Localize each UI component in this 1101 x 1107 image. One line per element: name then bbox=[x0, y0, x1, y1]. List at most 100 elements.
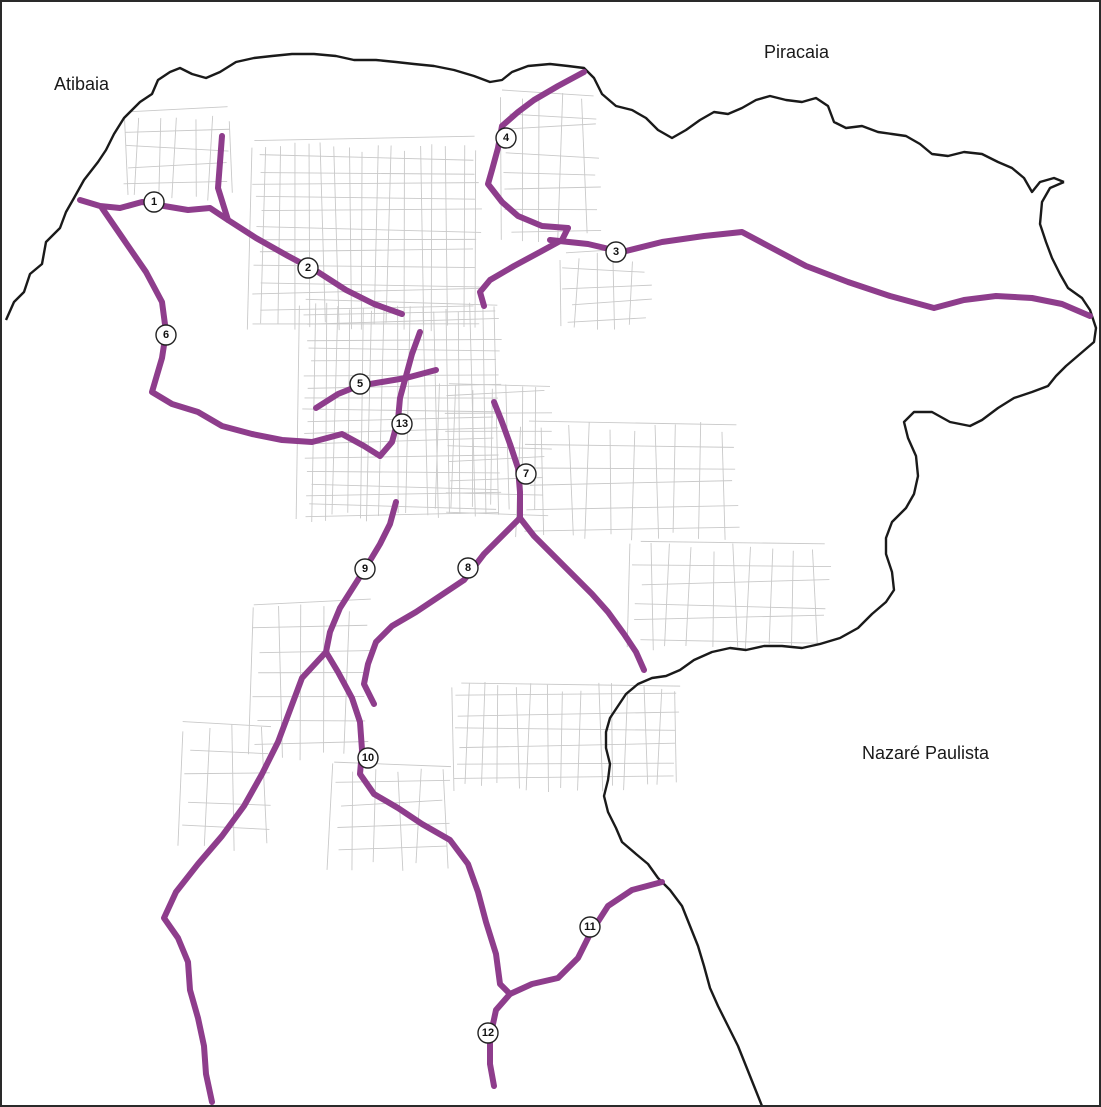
marker-circle bbox=[349, 373, 371, 395]
urban-street bbox=[247, 607, 254, 755]
road-marker-6: 6 bbox=[155, 324, 177, 346]
urban-street bbox=[664, 543, 670, 647]
urban-street bbox=[812, 549, 818, 645]
marker-circle bbox=[605, 241, 627, 263]
road-10 bbox=[323, 649, 513, 997]
marker-circle bbox=[495, 127, 517, 149]
urban-street bbox=[325, 302, 328, 521]
urban-street bbox=[372, 769, 377, 863]
urban-street bbox=[277, 146, 281, 325]
road-marker-13: 13 bbox=[391, 413, 413, 435]
urban-street bbox=[447, 445, 552, 450]
urban-street bbox=[557, 92, 564, 239]
urban-street bbox=[524, 526, 740, 532]
urban-street bbox=[319, 142, 326, 323]
urban-street bbox=[385, 145, 392, 323]
urban-street bbox=[611, 683, 613, 786]
road-2 bbox=[215, 133, 405, 317]
urban-street bbox=[732, 543, 739, 647]
marker-circle bbox=[457, 557, 479, 579]
urban-street bbox=[254, 741, 369, 745]
urban-street bbox=[505, 123, 596, 130]
urban-street bbox=[190, 749, 269, 755]
road-marker-10: 10 bbox=[357, 747, 379, 769]
urban-street bbox=[338, 845, 447, 851]
urban-street bbox=[568, 425, 574, 536]
marker-circle bbox=[579, 916, 601, 938]
urban-street bbox=[184, 772, 270, 775]
urban-street bbox=[577, 690, 582, 791]
urban-street bbox=[560, 691, 563, 788]
urban-street bbox=[308, 347, 500, 352]
urban-street bbox=[260, 172, 475, 175]
urban-street bbox=[598, 682, 604, 792]
marker-label: 7 bbox=[523, 468, 529, 480]
urban-street bbox=[515, 687, 520, 789]
urban-street bbox=[654, 424, 660, 539]
urban-street bbox=[546, 684, 549, 792]
urban-street bbox=[306, 491, 502, 497]
marker-circle bbox=[155, 324, 177, 346]
urban-street bbox=[463, 145, 466, 328]
urban-street bbox=[640, 639, 824, 644]
marker-label: 6 bbox=[163, 329, 169, 341]
urban-street bbox=[632, 564, 832, 567]
urban-street bbox=[529, 467, 736, 470]
urban-street bbox=[430, 144, 433, 332]
urban-street bbox=[451, 687, 455, 792]
urban-street bbox=[326, 763, 334, 870]
place-label-nazare-paulista: Nazaré Paulista bbox=[862, 743, 990, 763]
urban-street bbox=[511, 229, 602, 233]
urban-street bbox=[461, 682, 681, 687]
urban-street bbox=[207, 115, 214, 201]
road-markers: 1 2 3 4 5 6 7 bbox=[143, 127, 627, 1044]
road-7 bbox=[491, 399, 647, 673]
urban-street bbox=[448, 456, 545, 463]
marker-circle bbox=[143, 191, 165, 213]
marker-label: 2 bbox=[305, 262, 311, 274]
urban-street bbox=[303, 374, 499, 377]
municipal-boundary-east bbox=[602, 180, 1098, 1105]
urban-street bbox=[634, 603, 826, 610]
urban-street bbox=[509, 113, 597, 120]
urban-street bbox=[304, 454, 499, 459]
urban-street bbox=[612, 261, 615, 330]
urban-street bbox=[133, 117, 140, 195]
urban-street bbox=[260, 305, 474, 311]
urban-street bbox=[641, 579, 830, 586]
urban-street bbox=[445, 492, 543, 496]
urban-street bbox=[504, 186, 601, 190]
urban-street bbox=[464, 683, 470, 784]
road-3-spur bbox=[477, 225, 571, 309]
urban-street bbox=[453, 775, 674, 779]
urban-street bbox=[500, 97, 502, 240]
urban-street bbox=[177, 731, 184, 846]
road-marker-9: 9 bbox=[354, 558, 376, 580]
urban-street bbox=[496, 685, 499, 783]
urban-street bbox=[526, 505, 739, 511]
urban-street bbox=[623, 691, 629, 791]
urban-street bbox=[228, 121, 233, 193]
urban-street bbox=[252, 624, 368, 629]
urban-street bbox=[311, 303, 317, 522]
urban-street bbox=[306, 470, 500, 474]
urban-street bbox=[373, 145, 379, 325]
urban-street bbox=[125, 144, 229, 152]
municipal-boundary bbox=[4, 52, 1065, 321]
urban-street bbox=[331, 306, 339, 515]
urban-street bbox=[182, 721, 272, 728]
marker-label: 13 bbox=[396, 418, 408, 430]
urban-street bbox=[768, 548, 774, 645]
road-13 bbox=[377, 329, 423, 459]
urban-street bbox=[252, 182, 479, 185]
urban-street bbox=[397, 771, 404, 871]
marker-circle bbox=[297, 257, 319, 279]
road-marker-3: 3 bbox=[605, 241, 627, 263]
urban-street bbox=[584, 422, 590, 539]
marker-circle bbox=[357, 747, 379, 769]
marker-circle bbox=[354, 558, 376, 580]
urban-street bbox=[481, 682, 486, 786]
urban-street bbox=[573, 258, 580, 328]
urban-street bbox=[255, 195, 476, 200]
